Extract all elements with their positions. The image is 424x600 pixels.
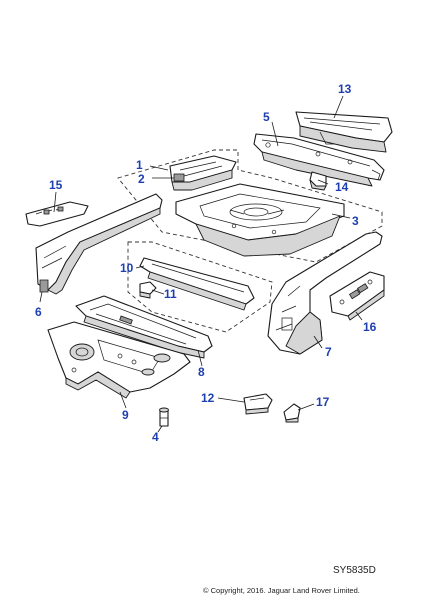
callout-7: 7	[325, 345, 332, 359]
part-5-cross-member	[253, 133, 385, 187]
callout-12: 12	[201, 391, 215, 405]
callout-16: 16	[363, 320, 377, 334]
part-11-clip	[139, 281, 157, 299]
callout-9: 9	[122, 408, 129, 422]
callout-17: 17	[316, 395, 330, 409]
part-8-floor-member	[75, 295, 213, 359]
part-4-plug	[159, 407, 169, 427]
part-17-clip	[283, 403, 301, 423]
leader-lines	[39, 95, 363, 433]
part-7-right-rail	[267, 231, 383, 355]
part-12-bracket	[243, 393, 273, 415]
part-9-floor-pan	[47, 321, 191, 399]
callout-4: 4	[152, 430, 159, 444]
callout-3: 3	[352, 214, 359, 228]
group-outline-lower	[127, 241, 273, 333]
callout-14: 14	[335, 180, 349, 194]
callout-10: 10	[120, 261, 134, 275]
part-13-rail	[295, 111, 393, 153]
group-outline-upper	[117, 149, 383, 263]
callout-8: 8	[198, 365, 205, 379]
diagram-reference-code: SY5835D	[333, 565, 376, 576]
part-10-cross-bar	[139, 257, 255, 311]
part-15-plate	[25, 201, 89, 227]
part-16-plate	[329, 271, 385, 321]
callout-11: 11	[164, 287, 177, 301]
copyright-notice: © Copyright, 2016. Jaguar Land Rover Lim…	[203, 586, 360, 595]
part-6-left-rail	[35, 193, 163, 295]
callout-1: 1	[136, 158, 143, 172]
callout-6: 6	[35, 305, 42, 319]
callout-13: 13	[338, 82, 352, 96]
callout-5: 5	[263, 110, 270, 124]
callout-2: 2	[138, 172, 145, 186]
part-3-wheel-well	[175, 183, 345, 257]
part-14-bracket	[309, 171, 327, 191]
callout-15: 15	[49, 178, 63, 192]
part-1-panel	[169, 155, 237, 191]
